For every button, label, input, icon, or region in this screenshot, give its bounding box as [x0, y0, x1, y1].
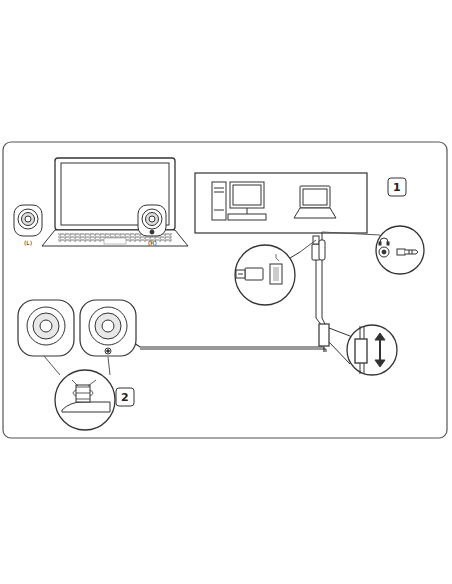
side-label: (L) [24, 240, 32, 246]
usb-plug [300, 232, 325, 262]
speaker-left [14, 205, 42, 236]
laptop [42, 158, 188, 246]
callout-box [388, 178, 406, 196]
callout-number: 2 [121, 392, 129, 403]
volume-callout [347, 325, 397, 375]
usb-callout [235, 245, 300, 305]
frame [3, 142, 447, 438]
side-label: (R) [148, 240, 157, 246]
computer-panel [195, 173, 367, 233]
speaker-right [138, 205, 166, 236]
cable-wrap-callout [44, 356, 115, 430]
speaker-pair [18, 300, 136, 356]
callout-number: 1 [393, 182, 401, 193]
jack-callout [322, 226, 424, 274]
cables [134, 262, 350, 364]
callout-box [116, 388, 134, 406]
